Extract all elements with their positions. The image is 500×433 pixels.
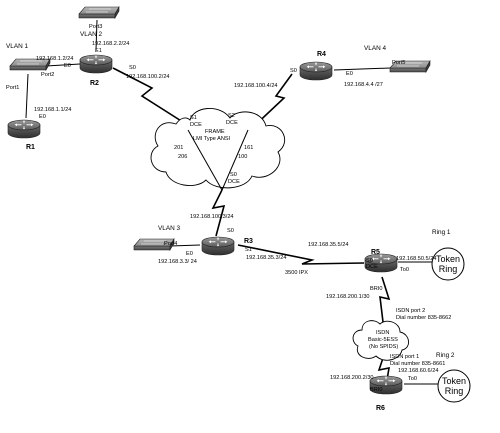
isdn-switch-type: Basic-5ESS (368, 337, 398, 343)
r1-e0-address: 192.168.1.1/24 (34, 107, 71, 113)
dlci-161: 161 (244, 145, 253, 151)
r2-e1-address: 192.168.2.2/24 (92, 41, 129, 47)
link-r1-port2 (25, 73, 29, 119)
r4-e0-label: E0 (346, 71, 353, 77)
r1-label: R1 (26, 144, 35, 151)
r6-bri0-address: 192.168.200.2/30 (330, 375, 374, 381)
ring-1-label: Ring 1 (432, 229, 451, 236)
serial-link-r4-frame (249, 73, 293, 131)
r5-dce-label: DCE (366, 264, 378, 270)
r1-e0-label: E0 (39, 114, 46, 120)
r6-to0-address: 192.168.60.6/24 (398, 368, 438, 374)
port5-label: Port5 (392, 60, 405, 66)
r5-bri0-address: 192.168.200.1/30 (326, 294, 370, 300)
token-ring-2-text-2: Ring (445, 386, 464, 396)
r5-bri0-label: BRI0 (370, 286, 382, 292)
r2-e0-address: 192.168.1.2/24 (36, 56, 73, 62)
r5-s0-address: 192.168.35.5/24 (308, 242, 348, 248)
r3-label: R3 (244, 238, 253, 245)
r3-e0-label: E0 (186, 251, 193, 257)
r3-s0-label: S0 (227, 228, 234, 234)
isdn-port1-label: ISDN port 1 (390, 354, 419, 360)
frame-title: FRAME (205, 129, 225, 135)
r4-e0-address: 192.168.4.4 /27 (344, 82, 383, 88)
router-r1 (7, 119, 41, 139)
r6-label: R6 (376, 405, 385, 412)
isdn-link-r5-cloud (379, 276, 391, 323)
r2-e1-label: E1 (95, 48, 102, 54)
link-port4-r3 (169, 244, 201, 247)
isdn-port2-dial: Dial number 835-8662 (396, 315, 451, 321)
vlan-3-label: VLAN 3 (158, 225, 180, 232)
labels: VLAN 1 VLAN 2 VLAN 3 VLAN 4 Port1 Port2 … (6, 24, 451, 412)
r5-label: R5 (371, 249, 380, 256)
frame-s1-label: S1 (190, 115, 197, 121)
serial-link-r3-r5 (237, 244, 365, 265)
router-r2 (79, 54, 113, 74)
r5-to0-address: 192.168.50.5/24 (396, 256, 436, 262)
frame-lmi: LMI Type ANSI (193, 136, 231, 142)
dlci-100: 100 (238, 154, 247, 160)
r3-s0-address: 192.168.100.3/24 (190, 214, 234, 220)
r6-to0-label: To0 (408, 376, 417, 382)
port3-label: Port3 (89, 24, 102, 30)
vlan-4-label: VLAN 4 (364, 45, 386, 52)
isdn-link-cloud-r6 (377, 357, 390, 381)
port4-label: Port4 (164, 241, 177, 247)
port1-label: Port1 (6, 85, 19, 91)
ring-2-label: Ring 2 (436, 352, 455, 359)
frame-s0-dce: DCE (228, 179, 240, 185)
dlci-201: 201 (174, 145, 183, 151)
link-r4-port5 (333, 67, 391, 71)
port2-label: Port2 (41, 72, 54, 78)
isdn-cloud-title: ISDN (376, 330, 389, 336)
r5-s0-label: S0 (366, 258, 373, 264)
r6-bri0-label: BRI0 (370, 387, 382, 393)
isdn-port2-label: ISDN port 2 (396, 308, 425, 314)
dlci-206: 206 (178, 154, 187, 160)
token-ring-1-text-1: Token (436, 254, 460, 264)
token-ring-2-text-1: Token (442, 376, 466, 386)
isdn-spids: (No SPIDS) (369, 344, 398, 350)
frame-s2-label: S2 (228, 113, 235, 119)
token-ring-1-text-2: Ring (439, 264, 458, 274)
isdn-cloud: ISDN Basic-5ESS (No SPIDS) (352, 320, 409, 361)
serial-link-frame-r3 (211, 189, 226, 237)
token-ring-1: Token Ring Ring 1 (431, 229, 465, 281)
frame-relay-cloud: S1 DCE S2 DCE FRAME LMI Type ANSI 201 20… (150, 108, 286, 191)
r3-s1-address: 192.168.35.3/24 (246, 255, 286, 261)
r4-s0-address: 192.168.100.4/24 (234, 83, 278, 89)
r3-e0-address: 192.168.3.3/ 24 (158, 259, 197, 265)
switch-port3 (78, 6, 120, 19)
frame-s1-dce: DCE (190, 122, 202, 128)
token-ring-2: Token Ring Ring 2 (436, 352, 471, 403)
isdn-port1-dial: Dial number 835-8661 (390, 361, 445, 367)
r2-label: R2 (90, 80, 99, 87)
serial-link-r2-frame (112, 67, 187, 125)
router-r3 (201, 236, 235, 256)
frame-s0-label: S0 (230, 172, 237, 178)
r2-e0-label: E0 (64, 63, 71, 69)
r2-s0-label: S0 (129, 65, 136, 71)
r3-ipx-label: 3500 IPX (285, 270, 308, 276)
link-port2-r2 (45, 63, 81, 67)
r5-to0-label: To0 (400, 267, 409, 273)
vlan-2-label: VLAN 2 (80, 31, 102, 38)
router-r4 (299, 61, 333, 81)
r4-label: R4 (317, 51, 326, 58)
r3-s1-label: S1 (245, 247, 252, 253)
links (25, 19, 438, 385)
link-port3-r2 (95, 19, 98, 51)
r2-s0-address: 192.168.100.2/24 (126, 74, 170, 80)
vlan-1-label: VLAN 1 (6, 43, 28, 50)
frame-s2-dce: DCE (226, 120, 238, 126)
r4-s0-label: S0 (290, 68, 297, 74)
